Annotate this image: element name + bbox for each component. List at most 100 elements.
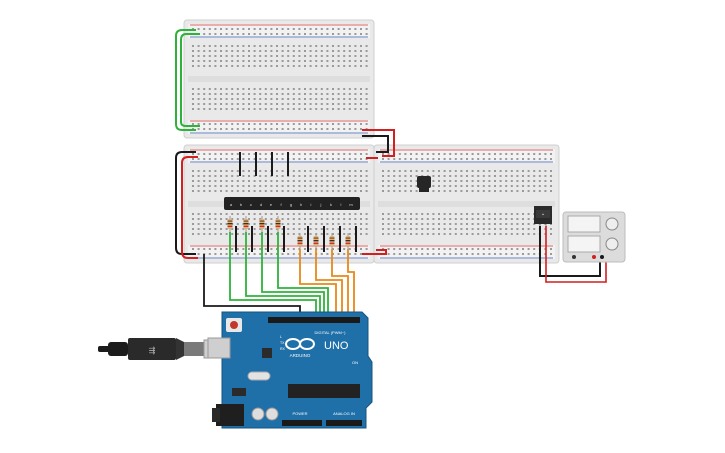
breadboard-hole: [253, 170, 256, 172]
breadboard-hole: [264, 108, 267, 110]
breadboard-hole: [404, 228, 407, 230]
holes-top: [192, 28, 368, 130]
wire-regulator-to-psu[interactable]: [539, 226, 601, 277]
wire-black-to-arduino[interactable]: [203, 254, 301, 318]
display-pin-label: c: [250, 202, 252, 207]
breadboard-hole: [432, 218, 435, 220]
breadboard-hole: [197, 185, 200, 187]
breadboard-hole: [348, 45, 351, 47]
breadboard-hole: [197, 153, 200, 155]
breadboard-hole: [197, 45, 200, 47]
breadboard-hole: [197, 103, 200, 105]
temperature-sensor[interactable]: [417, 176, 431, 192]
breadboard-hole: [432, 153, 435, 155]
signal-wires[interactable]: [229, 232, 355, 318]
breadboard-hole: [382, 158, 384, 160]
breadboard-hole: [264, 185, 267, 187]
arduino-uno[interactable]: UNO ARDUINO DIGITAL (PWM~) POWER ANALOG …: [207, 311, 373, 429]
reset-button-icon[interactable]: [226, 318, 242, 332]
signal-wire[interactable]: [299, 249, 337, 318]
breadboard-hole: [471, 253, 474, 255]
breadboard-hole: [426, 170, 429, 172]
breadboard-hole: [544, 153, 547, 155]
breadboard-hole: [449, 213, 452, 215]
breadboard-hole: [343, 98, 346, 100]
wire-red-main-left[interactable]: [181, 156, 198, 259]
breadboard-hole: [382, 180, 384, 182]
breadboard-hole: [309, 93, 312, 95]
breadboard-hole: [309, 108, 312, 110]
breadboard-hole: [538, 180, 541, 182]
breadboard-hole: [242, 128, 245, 130]
wire-red-bottom-right[interactable]: [362, 249, 387, 255]
breadboard-hole: [398, 248, 401, 250]
breadboard-hole: [220, 108, 222, 110]
wire-green-top-left-2[interactable]: [180, 33, 200, 127]
signal-wire[interactable]: [347, 249, 355, 318]
analog-header[interactable]: [326, 420, 362, 426]
power-supply[interactable]: [562, 211, 626, 263]
breadboard-hole: [231, 248, 234, 250]
breadboard-hole: [326, 60, 329, 62]
knob-icon[interactable]: [605, 217, 619, 231]
breadboard-top[interactable]: [183, 19, 375, 139]
breadboard-hole: [253, 175, 256, 177]
black-jumpers[interactable]: [235, 152, 357, 252]
breadboard-hole: [466, 158, 468, 160]
dc-jack-icon[interactable]: [212, 404, 244, 426]
wire-green-top-left[interactable]: [175, 29, 196, 131]
wire-black-main-left[interactable]: [175, 151, 196, 255]
resistor[interactable]: [275, 216, 281, 232]
breadboard-hole: [522, 213, 524, 215]
breadboard-hole: [270, 253, 273, 255]
breadboard-hole: [387, 228, 390, 230]
signal-wire[interactable]: [229, 232, 317, 318]
breadboard-hole: [365, 223, 368, 225]
breadboard-hole: [214, 185, 217, 187]
analog-label: ANALOG IN: [333, 411, 355, 416]
breadboard-hole: [516, 248, 519, 250]
breadboard-hole: [494, 170, 496, 172]
resistor[interactable]: [313, 233, 319, 249]
resistors[interactable]: [227, 216, 351, 249]
resistor[interactable]: [227, 216, 233, 232]
breadboard-hole: [276, 55, 278, 57]
breadboard-hole: [494, 180, 496, 182]
wire-red-top-right[interactable]: [362, 129, 395, 157]
breadboard-hole: [309, 123, 312, 125]
knob-icon[interactable]: [605, 237, 619, 251]
breadboard-hole: [264, 158, 267, 160]
signal-wire[interactable]: [245, 232, 321, 318]
signal-wire[interactable]: [331, 249, 349, 318]
breadboard-hole: [270, 93, 273, 95]
wire-regulator-to-psu-red[interactable]: [545, 226, 607, 283]
resistor[interactable]: [243, 216, 249, 232]
breadboard-hole: [220, 103, 222, 105]
breadboard-hole: [443, 185, 446, 187]
breadboard-hole: [248, 33, 250, 35]
breadboard-hole: [488, 233, 491, 235]
signal-wire[interactable]: [315, 249, 343, 318]
breadboard-hole: [298, 108, 301, 110]
resistor[interactable]: [329, 233, 335, 249]
breadboard-hole: [365, 88, 368, 90]
breadboard-right[interactable]: [373, 144, 560, 264]
resistor[interactable]: [345, 233, 351, 249]
breadboard-hole: [348, 128, 351, 130]
wire-black-top-right[interactable]: [362, 135, 389, 153]
signal-wire[interactable]: [277, 232, 329, 318]
digital-label: DIGITAL (PWM~): [315, 330, 347, 335]
breadboard-hole: [208, 128, 211, 130]
signal-wire[interactable]: [261, 232, 325, 318]
svg-text:▪: ▪: [542, 212, 544, 218]
resistor[interactable]: [259, 216, 265, 232]
breadboard-hole: [264, 180, 267, 182]
digital-header[interactable]: [268, 317, 360, 323]
power-header[interactable]: [282, 420, 322, 426]
resistor[interactable]: [297, 233, 303, 249]
breadboard-hole: [276, 88, 278, 90]
breadboard-hole: [197, 88, 200, 90]
breadboard-hole: [488, 223, 491, 225]
breadboard-hole: [197, 28, 200, 30]
